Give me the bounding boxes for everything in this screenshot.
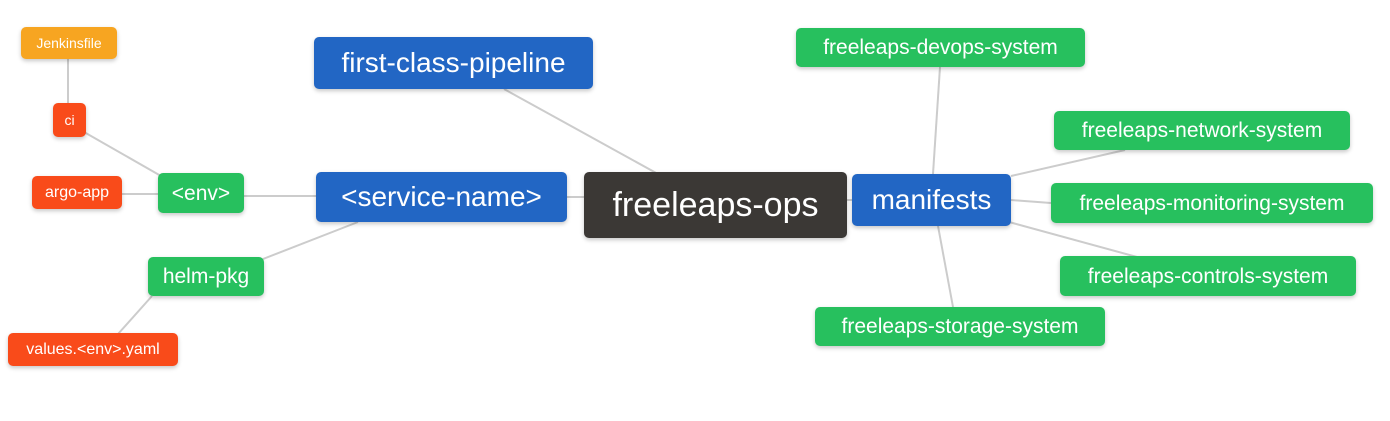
node-freeleaps-controls-system[interactable]: freeleaps-controls-system [1060, 256, 1356, 296]
node-freeleaps-ops[interactable]: freeleaps-ops [584, 172, 847, 238]
node-manifests[interactable]: manifests [852, 174, 1011, 226]
edge-values-env-yaml-to-helm-pkg [117, 295, 153, 335]
node-values-env-yaml[interactable]: values.<env>.yaml [8, 333, 178, 366]
edge-first-class-pipeline-to-freeleaps-ops [503, 88, 659, 175]
edge-manifests-to-freeleaps-network-system [1010, 149, 1126, 177]
node-freeleaps-devops-system[interactable]: freeleaps-devops-system [796, 28, 1085, 67]
edge-manifests-to-freeleaps-storage-system [937, 225, 954, 308]
edge-manifests-to-freeleaps-controls-system [1008, 221, 1138, 258]
node-freeleaps-monitoring-system[interactable]: freeleaps-monitoring-system [1051, 183, 1373, 223]
edge-manifests-to-freeleaps-monitoring-system [1010, 199, 1052, 204]
edge-helm-pkg-to-service-name [262, 221, 359, 260]
node-env[interactable]: <env> [158, 173, 244, 213]
node-ci[interactable]: ci [53, 103, 86, 137]
node-freeleaps-storage-system[interactable]: freeleaps-storage-system [815, 307, 1105, 346]
node-service-name[interactable]: <service-name> [316, 172, 567, 222]
edge-manifests-to-freeleaps-devops-system [932, 66, 941, 175]
edge-ci-to-env [83, 131, 162, 177]
node-helm-pkg[interactable]: helm-pkg [148, 257, 264, 296]
node-first-class-pipeline[interactable]: first-class-pipeline [314, 37, 593, 89]
node-freeleaps-network-system[interactable]: freeleaps-network-system [1054, 111, 1350, 150]
node-jenkinsfile[interactable]: Jenkinsfile [21, 27, 117, 59]
node-argo-app[interactable]: argo-app [32, 176, 122, 209]
